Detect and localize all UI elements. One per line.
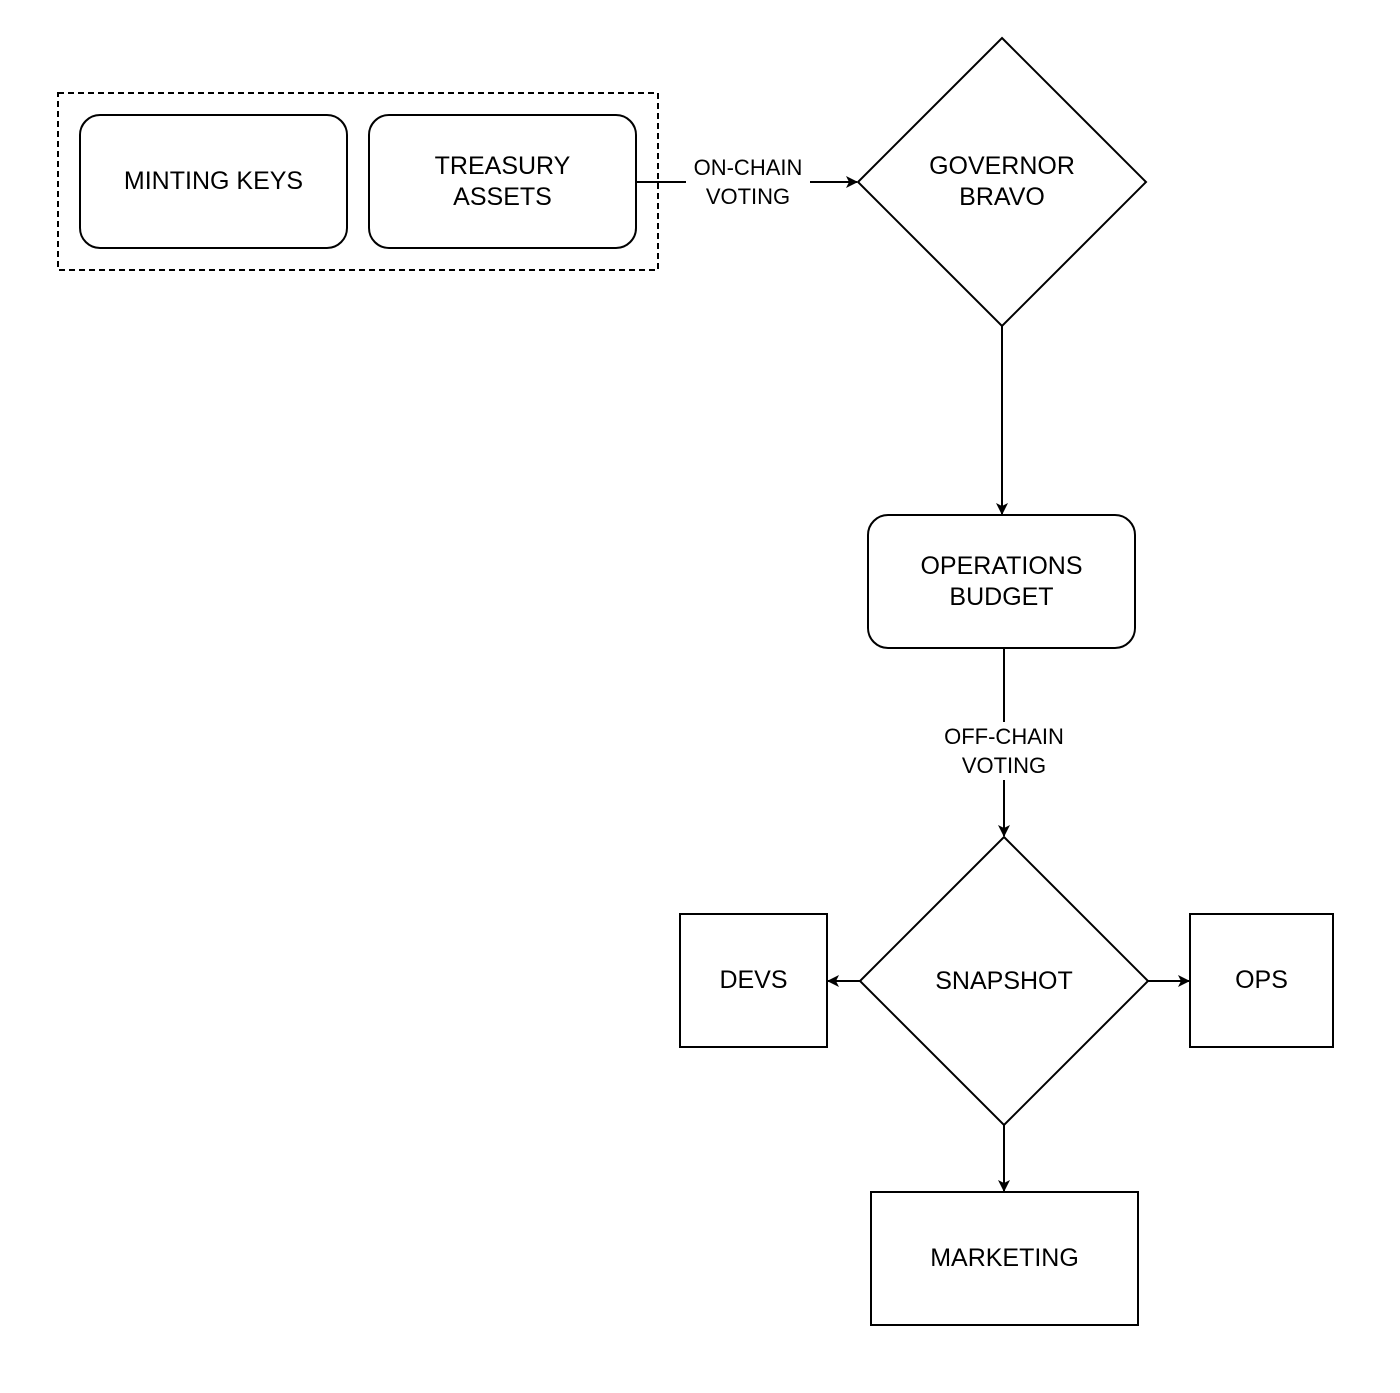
minting-keys-box — [79, 114, 348, 249]
operations-budget-label: OPERATIONS BUDGET — [920, 551, 1083, 611]
off-chain-voting-label: OFF-CHAIN VOTING — [934, 722, 1074, 780]
minting-keys-label: MINTING KEYS — [123, 167, 304, 195]
governor-bravo-label: GOVERNOR BRAVO — [929, 152, 1075, 211]
devs-label: DEVS — [719, 966, 788, 994]
treasury-assets-label: TREASURY ASSETS — [434, 151, 571, 211]
snapshot-label: SNAPSHOT — [935, 966, 1073, 995]
ops-box — [1189, 913, 1334, 1048]
marketing-label: MARKETING — [930, 1244, 1079, 1272]
asset-group-container — [57, 92, 659, 271]
marketing-box — [870, 1191, 1139, 1326]
ops-label: OPS — [1235, 966, 1288, 994]
devs-box — [679, 913, 828, 1048]
on-chain-voting-label: ON-CHAIN VOTING — [686, 153, 810, 211]
operations-budget-box — [867, 514, 1136, 649]
